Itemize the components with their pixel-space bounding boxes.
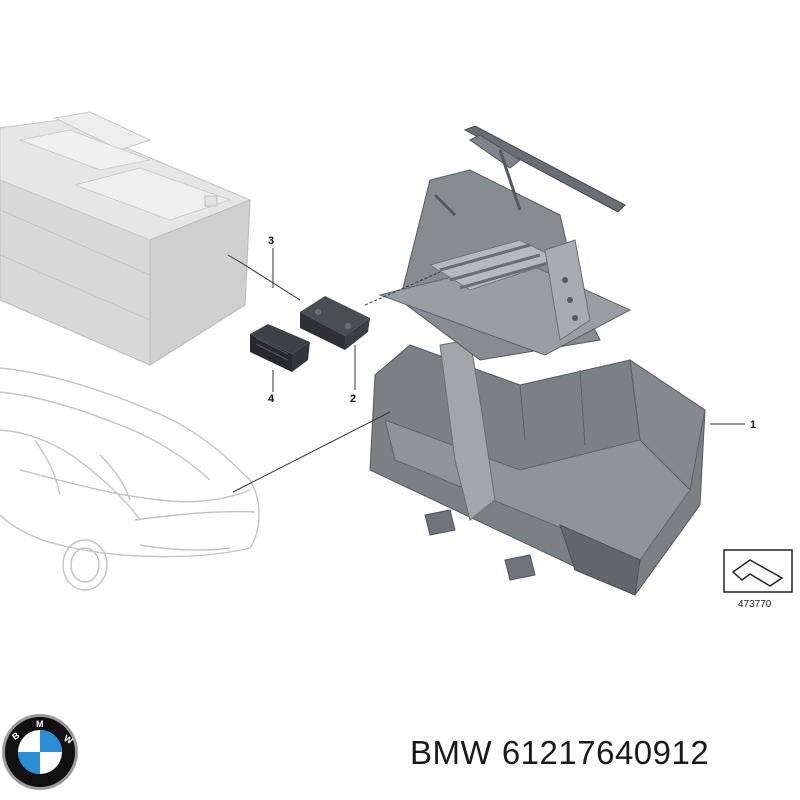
callout-4: 4	[268, 393, 275, 405]
brand-name: BMW	[410, 734, 493, 771]
diagram-ref-number: 473770	[738, 599, 772, 610]
bmw-logo: B M W	[2, 714, 78, 790]
leader-line-dashed	[364, 271, 441, 306]
callout-1: 1	[750, 419, 756, 431]
sheet-icon	[731, 559, 784, 587]
callout-3: 3	[268, 235, 274, 247]
part-caption: BMW 61217640912	[410, 734, 709, 772]
module-part-4	[250, 324, 310, 372]
battery-tray	[369, 125, 706, 596]
svg-text:M: M	[36, 719, 44, 729]
module-part-2	[300, 296, 370, 350]
part-number: 61217640912	[501, 734, 710, 771]
leader-lines	[227, 248, 745, 493]
callout-2: 2	[350, 393, 356, 405]
leader-line-car	[232, 411, 391, 493]
battery	[0, 111, 252, 366]
diagram-reference-box: 473770	[723, 549, 793, 610]
car-outline	[0, 367, 260, 591]
svg-text:B: B	[10, 730, 21, 742]
